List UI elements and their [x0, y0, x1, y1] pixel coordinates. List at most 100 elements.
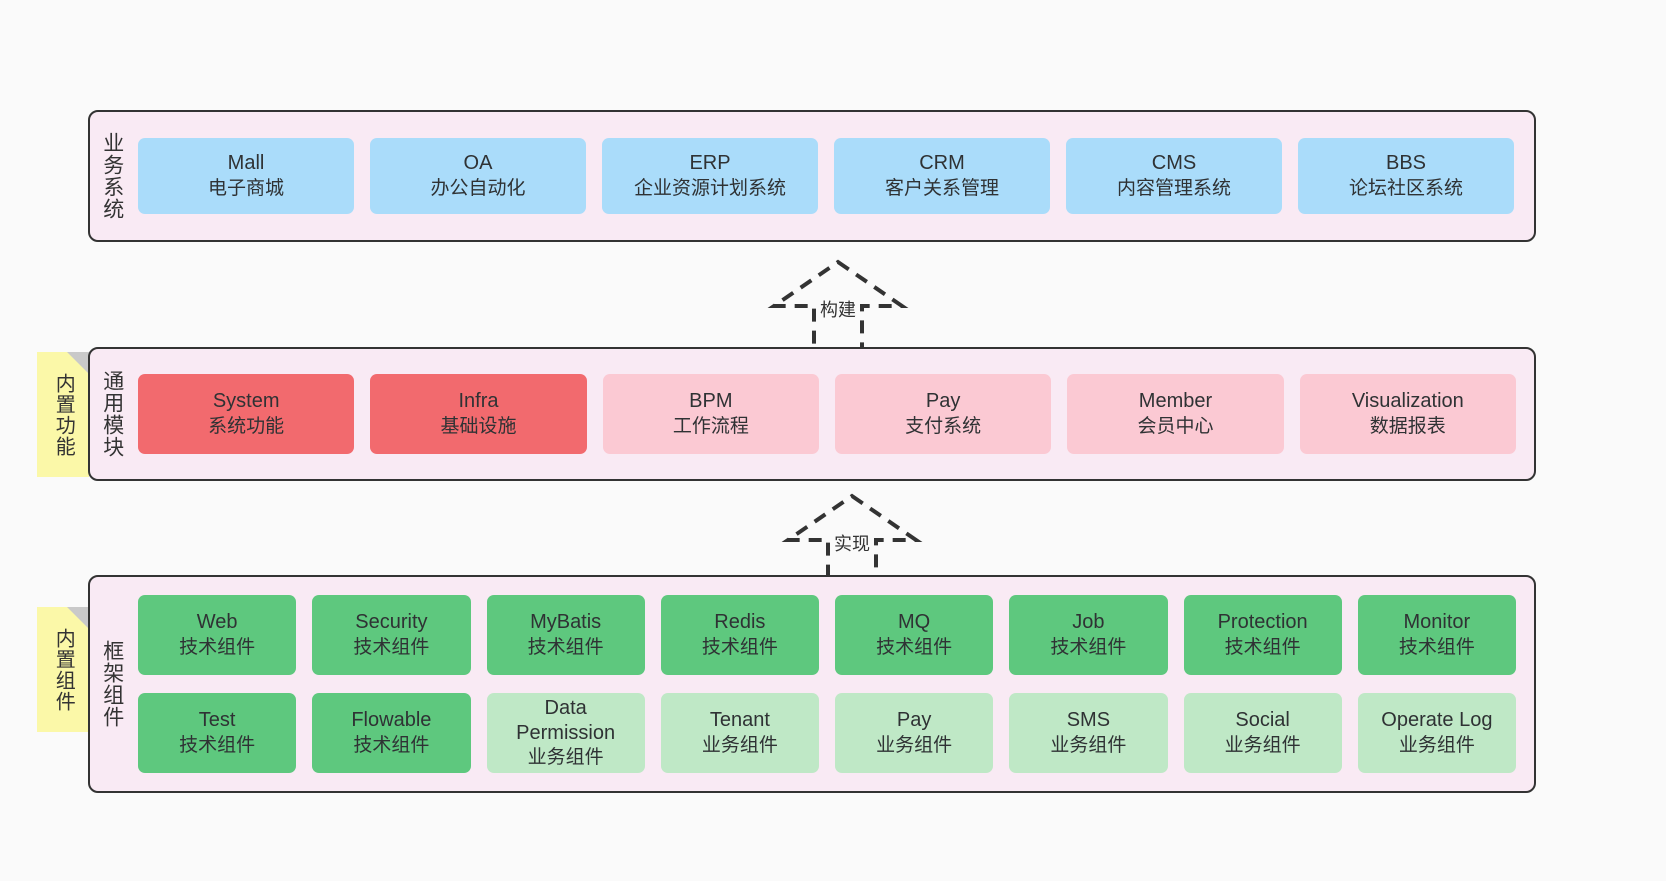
card-title: BPM — [689, 390, 733, 413]
card-subtitle: 工作流程 — [672, 415, 749, 437]
card-subtitle: 支付系统 — [905, 415, 982, 437]
card-subtitle: 业务组件 — [1050, 734, 1127, 756]
framework-card-protection[interactable]: Protection 技术组件 — [1183, 595, 1342, 675]
card-subtitle: 技术组件 — [527, 636, 604, 658]
card-subtitle: 办公自动化 — [430, 177, 526, 199]
framework-card-social[interactable]: Social 业务组件 — [1183, 693, 1342, 773]
card-subtitle: 技术组件 — [1398, 636, 1475, 658]
layer-common-modules: 通用模块 System 系统功能 Infra 基础设施 BPM 工作流程 Pay… — [88, 347, 1536, 481]
card-subtitle: 技术组件 — [179, 734, 256, 756]
card-title: System — [212, 390, 280, 413]
framework-card-monitor[interactable]: Monitor 技术组件 — [1357, 595, 1516, 675]
connector-build-arrow: 构建 — [758, 258, 918, 358]
card-subtitle: 业务组件 — [1398, 734, 1475, 756]
common-card-pay[interactable]: Pay 支付系统 — [834, 374, 1052, 454]
card-subtitle: 系统功能 — [208, 415, 285, 437]
business-card-cms[interactable]: CMS 内容管理系统 — [1066, 138, 1282, 214]
card-subtitle: 基础设施 — [440, 415, 517, 437]
card-subtitle: 论坛社区系统 — [1348, 177, 1463, 199]
card-subtitle: 业务组件 — [701, 734, 778, 756]
card-title: Operate Log — [1381, 709, 1493, 732]
card-title: Data Permission — [516, 696, 616, 745]
card-title: Pay — [896, 709, 932, 732]
sticky-note-label: 内置组件 — [52, 627, 75, 712]
card-subtitle: 电子商城 — [207, 177, 284, 199]
card-subtitle: 数据报表 — [1369, 415, 1446, 437]
card-title: Test — [198, 709, 236, 732]
card-title: Flowable — [351, 709, 432, 732]
card-subtitle: 会员中心 — [1137, 415, 1214, 437]
card-subtitle: 业务组件 — [527, 747, 604, 769]
card-title: MyBatis — [530, 611, 602, 634]
card-subtitle: 业务组件 — [876, 734, 953, 756]
card-title: CRM — [919, 152, 965, 175]
sticky-note-builtin-features: 内置功能 — [37, 352, 89, 477]
common-card-system[interactable]: System 系统功能 — [138, 374, 355, 454]
card-subtitle: 技术组件 — [876, 636, 953, 658]
layer-framework-components: 框架组件 Web 技术组件 Security 技术组件 MyBatis 技术组件… — [88, 575, 1536, 793]
business-card-mall[interactable]: Mall 电子商城 — [138, 138, 354, 214]
layer-business-systems: 业务系统 Mall 电子商城 OA 办公自动化 ERP 企业资源计划系统 CRM… — [88, 110, 1536, 242]
business-card-erp[interactable]: ERP 企业资源计划系统 — [602, 138, 818, 214]
layer-common-modules-label: 通用模块 — [100, 370, 124, 458]
layer-business-systems-label: 业务系统 — [100, 132, 124, 220]
business-card-crm[interactable]: CRM 客户关系管理 — [834, 138, 1050, 214]
common-card-visualization[interactable]: Visualization 数据报表 — [1299, 374, 1516, 454]
framework-card-tenant[interactable]: Tenant 业务组件 — [660, 693, 819, 773]
sticky-note-label: 内置功能 — [52, 372, 75, 457]
card-title: Mall — [227, 152, 265, 175]
card-title: BBS — [1385, 152, 1427, 175]
card-title: Member — [1138, 390, 1213, 413]
common-card-infra[interactable]: Infra 基础设施 — [370, 374, 587, 454]
framework-card-redis[interactable]: Redis 技术组件 — [660, 595, 819, 675]
card-title: Redis — [714, 611, 766, 634]
card-subtitle: 技术组件 — [179, 636, 256, 658]
card-title: MQ — [898, 611, 931, 634]
sticky-fold-corner — [67, 607, 89, 629]
card-title: Protection — [1217, 611, 1308, 634]
business-card-bbs[interactable]: BBS 论坛社区系统 — [1298, 138, 1514, 214]
card-title: Security — [355, 611, 428, 634]
card-title: Visualization — [1351, 390, 1464, 413]
card-subtitle: 技术组件 — [1050, 636, 1127, 658]
card-title: Tenant — [709, 709, 770, 732]
card-title: Web — [196, 611, 238, 634]
business-card-oa[interactable]: OA 办公自动化 — [370, 138, 586, 214]
framework-card-mq[interactable]: MQ 技术组件 — [835, 595, 994, 675]
common-card-bpm[interactable]: BPM 工作流程 — [602, 374, 819, 454]
common-card-member[interactable]: Member 会员中心 — [1067, 374, 1284, 454]
layer-common-modules-body: System 系统功能 Infra 基础设施 BPM 工作流程 Pay 支付系统… — [134, 349, 1534, 479]
layer-business-systems-body: Mall 电子商城 OA 办公自动化 ERP 企业资源计划系统 CRM 客户关系… — [134, 112, 1534, 240]
card-subtitle: 技术组件 — [353, 636, 430, 658]
framework-card-job[interactable]: Job 技术组件 — [1009, 595, 1168, 675]
framework-card-data-permission[interactable]: Data Permission 业务组件 — [486, 693, 645, 773]
framework-card-flowable[interactable]: Flowable 技术组件 — [312, 693, 471, 773]
common-modules-row: System 系统功能 Infra 基础设施 BPM 工作流程 Pay 支付系统… — [138, 374, 1516, 454]
framework-card-web[interactable]: Web 技术组件 — [138, 595, 297, 675]
card-subtitle: 企业资源计划系统 — [633, 177, 786, 199]
layer-framework-components-label: 框架组件 — [100, 640, 124, 728]
card-title: ERP — [689, 152, 731, 175]
framework-card-test[interactable]: Test 技术组件 — [138, 693, 297, 773]
card-title: Job — [1072, 611, 1105, 634]
layer-framework-components-body: Web 技术组件 Security 技术组件 MyBatis 技术组件 Redi… — [134, 577, 1534, 791]
card-title: Pay — [925, 390, 961, 413]
card-subtitle: 技术组件 — [701, 636, 778, 658]
card-title: Social — [1235, 709, 1290, 732]
card-title: OA — [463, 152, 493, 175]
business-systems-row: Mall 电子商城 OA 办公自动化 ERP 企业资源计划系统 CRM 客户关系… — [138, 138, 1514, 214]
card-subtitle: 技术组件 — [1224, 636, 1301, 658]
framework-card-mybatis[interactable]: MyBatis 技术组件 — [486, 595, 645, 675]
framework-card-operate-log[interactable]: Operate Log 业务组件 — [1357, 693, 1516, 773]
card-title: SMS — [1066, 709, 1111, 732]
card-subtitle: 内容管理系统 — [1116, 177, 1231, 199]
sticky-fold-corner — [67, 352, 89, 374]
framework-business-row: Test 技术组件 Flowable 技术组件 Data Permission … — [138, 693, 1516, 773]
framework-card-security[interactable]: Security 技术组件 — [312, 595, 471, 675]
sticky-note-builtin-components: 内置组件 — [37, 607, 89, 732]
card-title: CMS — [1151, 152, 1197, 175]
card-title: Monitor — [1403, 611, 1471, 634]
framework-card-sms[interactable]: SMS 业务组件 — [1009, 693, 1168, 773]
framework-card-pay[interactable]: Pay 业务组件 — [835, 693, 994, 773]
framework-tech-row: Web 技术组件 Security 技术组件 MyBatis 技术组件 Redi… — [138, 595, 1516, 675]
